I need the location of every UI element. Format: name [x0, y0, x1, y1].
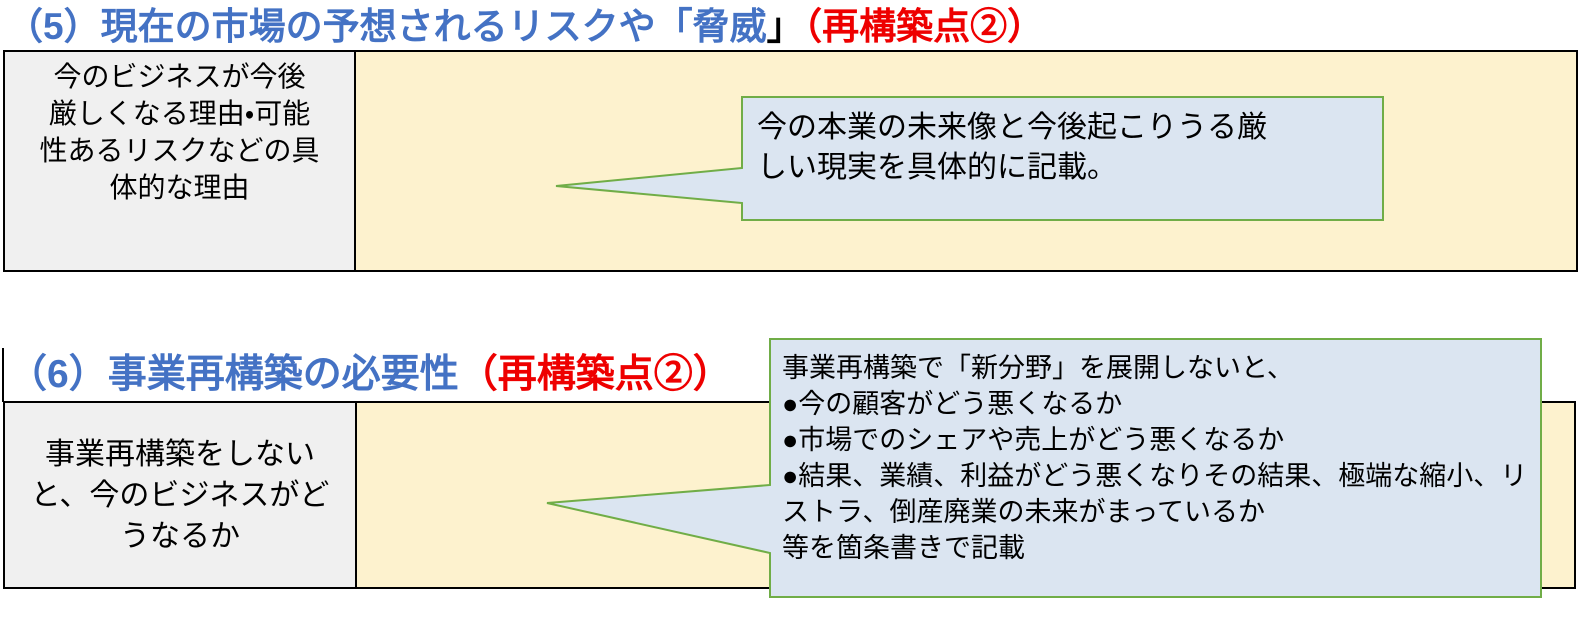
- section5-callout-bubble: [555, 96, 1384, 221]
- section6-heading-blue-text: （6）事業再構築の必要性: [8, 353, 459, 396]
- section5-heading: （5）現在の市場の予想されるリスクや「脅威」（再構築点②）: [6, 4, 1044, 50]
- section5-callout-outline: [555, 96, 1384, 221]
- section5-heading-black-bracket: 」: [766, 6, 804, 47]
- section6-table-label-cell: 事業再構築をしない と、今のビジネスがど うなるか: [5, 403, 357, 587]
- section6-heading: （6）事業再構築の必要性（再構築点②）: [8, 350, 732, 400]
- section5-callout-text: 今の本業の未来像と今後起こりうる厳 しい現実を具体的に記載。: [757, 111, 1267, 184]
- section6-callout-bubble: [546, 338, 1542, 598]
- section6-callout-text: 事業再構築で「新分野」を展開しないと、 ●今の顧客がどう悪くなるか ●市場でのシ…: [782, 353, 1528, 563]
- section6-left-border-line: [2, 348, 4, 402]
- section5-table-label-cell: 今のビジネスが今後 厳しくなる理由・可能 性あるリスクなどの具 体的な理由: [5, 52, 356, 270]
- section6-heading-red-note: （再構築点②）: [458, 353, 732, 396]
- section6-callout-outline: [546, 338, 1542, 598]
- section5-heading-red-note: （再構築点②）: [803, 6, 1045, 47]
- section5-heading-blue-text: （5）現在の市場の予想されるリスクや「脅威: [6, 6, 767, 47]
